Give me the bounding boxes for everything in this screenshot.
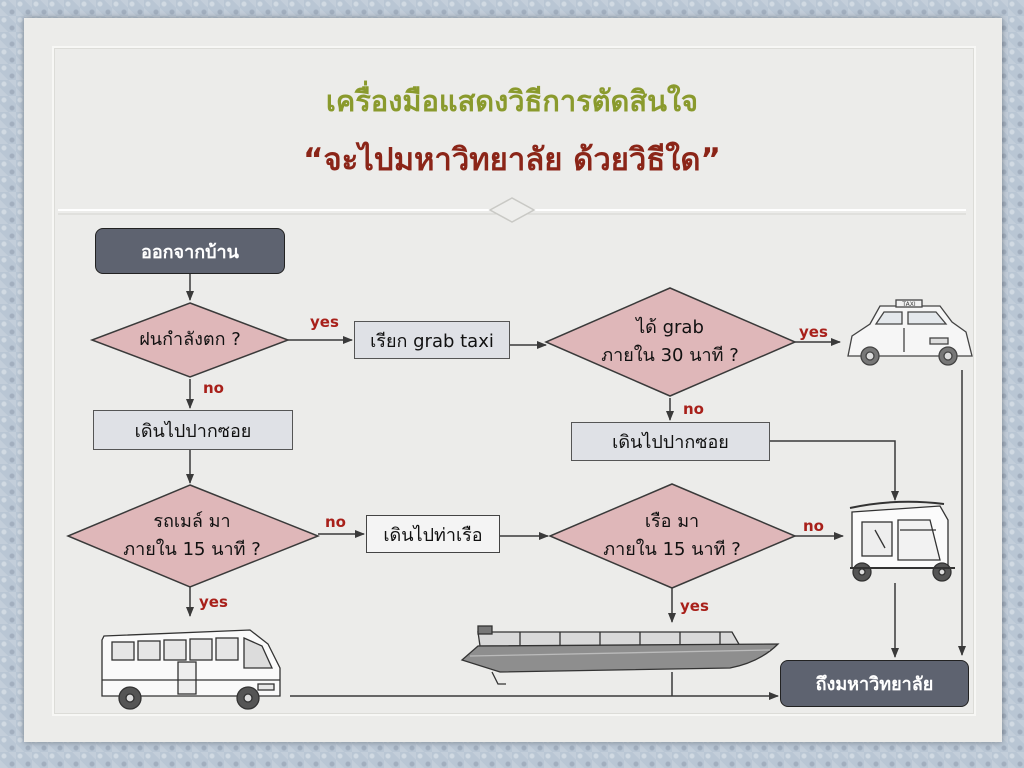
decision-boat-line-1: เรือ มา bbox=[644, 511, 700, 532]
slide-panel bbox=[24, 18, 1002, 742]
decision-boat-line-2: ภายใน 15 นาที ? bbox=[603, 539, 741, 560]
start-terminal: ออกจากบ้าน bbox=[95, 228, 285, 274]
edge-label-grab-yes: yes bbox=[799, 323, 828, 341]
title-line-1: เครื่องมือแสดงวิธีการตัดสินใจ bbox=[325, 84, 699, 118]
boat-illustration bbox=[460, 625, 780, 685]
tuktuk-illustration bbox=[849, 500, 955, 582]
edge-label-boat-yes: yes bbox=[680, 597, 709, 615]
decision-bus-label: รถเมล์ มา ภายใน 15 นาที ? bbox=[123, 508, 261, 564]
decision-boat-shape bbox=[548, 483, 797, 589]
edge-walk-right-tuktuk bbox=[770, 440, 899, 501]
connectors bbox=[186, 274, 966, 700]
title-divider bbox=[58, 197, 966, 223]
walk-to-soi-box-right: เดินไปปากซอย bbox=[571, 422, 770, 461]
decision-grab-line-1: ได้ grab bbox=[636, 317, 704, 338]
edge-label-rain-no: no bbox=[203, 379, 224, 397]
taxi-illustration: TAXI bbox=[847, 299, 973, 366]
slide-frame bbox=[52, 46, 976, 716]
walk-to-soi-box-left: เดินไปปากซอย bbox=[93, 410, 293, 450]
end-terminal: ถึงมหาวิทยาลัย bbox=[780, 660, 969, 707]
decision-grab-shape bbox=[544, 287, 797, 397]
decision-rain-label: ฝนกำลังตก ? bbox=[139, 329, 241, 350]
decision-grab-line-2: ภายใน 30 นาที ? bbox=[601, 345, 739, 366]
title-line-2: “จะไปมหาวิทยาลัย ด้วยวิธีใด” bbox=[303, 142, 721, 178]
decision-bus-line-2: ภายใน 15 นาที ? bbox=[123, 539, 261, 560]
call-grab-box: เรียก grab taxi bbox=[354, 321, 510, 359]
edge-label-grab-no: no bbox=[683, 400, 704, 418]
decision-rain-shape bbox=[89, 302, 291, 378]
taxi-sign-text: TAXI bbox=[901, 301, 915, 308]
edge-label-bus-no: no bbox=[325, 513, 346, 531]
decision-boat-label: เรือ มา ภายใน 15 นาที ? bbox=[603, 508, 741, 564]
edge-label-bus-yes: yes bbox=[199, 593, 228, 611]
edge-label-boat-no: no bbox=[803, 517, 824, 535]
decision-grab-label: ได้ grab ภายใน 30 นาที ? bbox=[601, 314, 739, 370]
decision-bus-line-1: รถเมล์ มา bbox=[153, 511, 231, 532]
decision-bus-shape bbox=[66, 484, 321, 588]
bus-illustration bbox=[101, 629, 281, 710]
edge-label-rain-yes: yes bbox=[310, 313, 339, 331]
walk-to-pier-box: เดินไปท่าเรือ bbox=[366, 515, 500, 553]
